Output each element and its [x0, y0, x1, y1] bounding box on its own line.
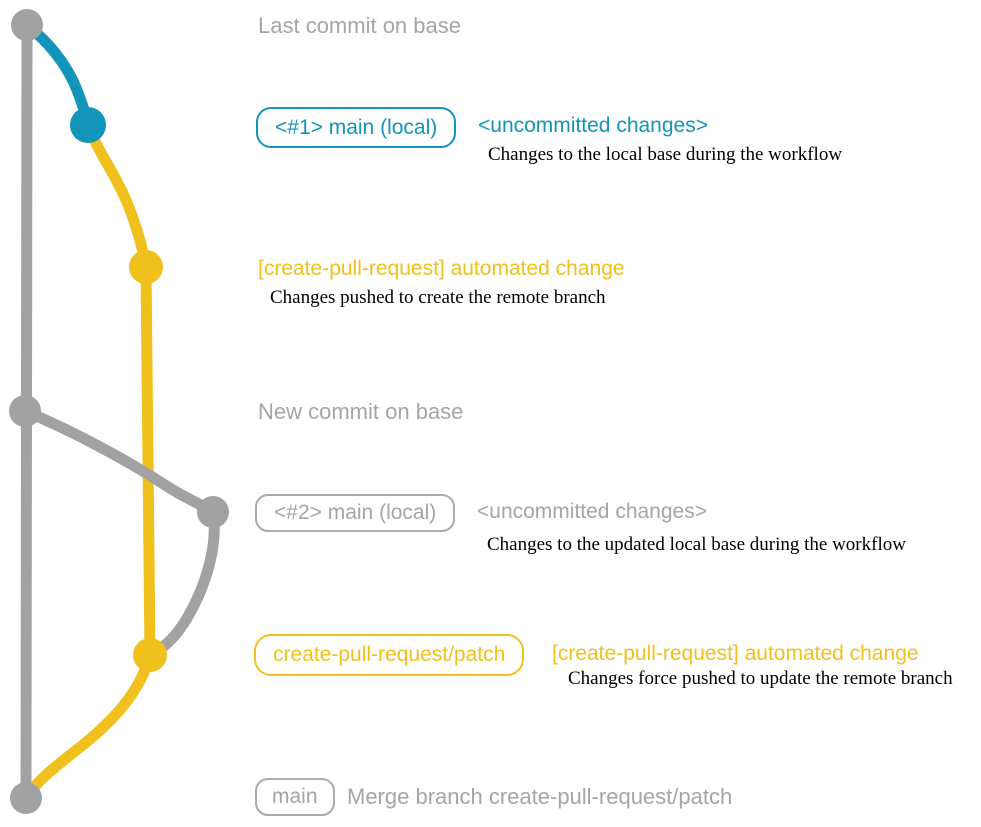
heading-uncommitted-changes-1: <uncommitted changes> [478, 114, 708, 137]
branch-tag-main: main [255, 778, 335, 816]
patch-branch-curve-1 [82, 119, 152, 273]
patch-branch-line [140, 261, 156, 661]
heading-merge-branch: Merge branch create-pull-request/patch [347, 784, 733, 809]
commit-node-patch-2 [133, 638, 167, 672]
commit-node-merge [10, 782, 42, 814]
heading-automated-change-2: [create-pull-request] automated change [552, 642, 919, 665]
description-local-changes-1: Changes to the local base during the wor… [488, 144, 843, 165]
commit-node-uncommitted-2 [197, 496, 229, 528]
branch-tag-patch: create-pull-request/patch [254, 634, 525, 676]
commit-node-new-base [9, 395, 41, 427]
description-push-create: Changes pushed to create the remote bran… [270, 287, 606, 308]
description-local-changes-2: Changes to the updated local base during… [487, 534, 906, 555]
merge-curve [20, 649, 156, 804]
annotation-last-commit: Last commit on base [258, 13, 461, 38]
branch-tag-main-local-1: <#1> main (local) [256, 107, 457, 148]
heading-uncommitted-changes-2: <uncommitted changes> [477, 500, 707, 523]
commit-node-uncommitted-1 [70, 107, 106, 143]
base-update-curve [19, 405, 219, 518]
annotation-new-commit: New commit on base [258, 399, 464, 424]
force-push-curve [146, 506, 220, 661]
description-force-push: Changes force pushed to update the remot… [568, 668, 953, 689]
heading-automated-change-1: [create-pull-request] automated change [258, 257, 625, 280]
commit-node-patch-1 [129, 250, 163, 284]
commit-node-last-base [11, 9, 43, 41]
branch-tag-main-local-2: <#2> main (local) [255, 494, 456, 532]
